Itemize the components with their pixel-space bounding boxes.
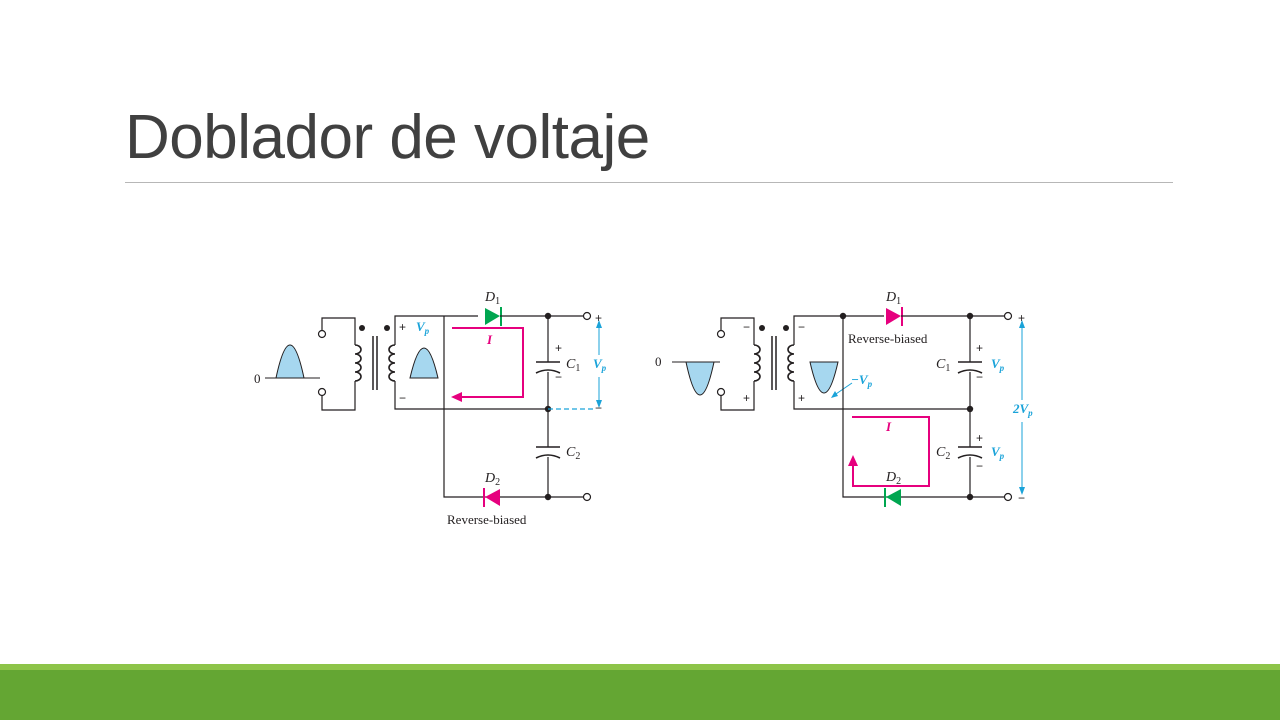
right-2vp-annotation: 2Vp	[1011, 320, 1037, 495]
left-input-zero: 0	[254, 371, 261, 386]
footer-bar	[0, 670, 1280, 720]
left-c2-capacitor: C2	[535, 445, 580, 462]
svg-text:−: −	[976, 459, 983, 473]
left-circuit: 0 + − Vp	[254, 290, 608, 527]
right-c1-capacitor: + − C1 Vp	[936, 341, 1005, 384]
svg-text:+: +	[1018, 311, 1025, 325]
right-c1-vp-label: Vp	[991, 356, 1005, 373]
right-neg-vp-label: −Vp	[851, 372, 873, 389]
left-current-label: I	[486, 332, 493, 347]
right-current-path: I	[848, 416, 930, 487]
right-transformer-core	[759, 325, 789, 390]
right-c2-capacitor: + − C2 Vp	[936, 431, 1005, 473]
right-d1-reverse-biased-label: Reverse-biased	[848, 331, 928, 346]
svg-text:+: +	[743, 391, 750, 405]
left-c1-label: C1	[566, 357, 580, 374]
title-divider	[125, 182, 1173, 183]
right-secondary: − + −Vp	[787, 315, 970, 410]
right-current-label: I	[885, 419, 892, 434]
right-d1-label: D1	[885, 290, 901, 307]
left-d1-diode: D1	[484, 290, 502, 326]
svg-text:−: −	[743, 320, 750, 334]
slide-title: Doblador de voltaje	[125, 103, 650, 172]
right-circuit: 0 − + − + −Vp	[655, 290, 1037, 507]
left-primary	[317, 317, 362, 411]
right-d2-diode: D2	[884, 470, 901, 507]
left-d2-label: D2	[484, 471, 500, 488]
left-transformer-core	[359, 325, 390, 390]
right-c2-vp-label: Vp	[991, 444, 1005, 461]
svg-text:+: +	[595, 311, 602, 325]
right-input-waveform: 0	[655, 354, 720, 396]
left-current-path: I	[451, 327, 524, 402]
left-c1-vp-annotation: Vp −	[548, 320, 608, 415]
svg-text:+: +	[555, 341, 562, 355]
left-c2-label: C2	[566, 445, 580, 462]
svg-text:+: +	[976, 431, 983, 445]
right-2vp-label: 2Vp	[1012, 401, 1033, 418]
left-d2-diode: D2	[483, 471, 500, 507]
left-input-waveform: 0	[254, 344, 320, 386]
left-d1-label: D1	[484, 290, 500, 307]
right-primary: − +	[716, 317, 761, 411]
svg-text:+: +	[399, 320, 406, 334]
left-c1-capacitor: + − C1	[535, 341, 580, 384]
svg-text:Vp: Vp	[593, 356, 607, 373]
svg-text:+: +	[976, 341, 983, 355]
svg-text:−: −	[1018, 491, 1025, 505]
svg-text:−: −	[798, 320, 805, 334]
svg-text:−: −	[399, 391, 406, 405]
svg-text:−: −	[555, 370, 562, 384]
svg-text:−: −	[976, 370, 983, 384]
right-input-zero: 0	[655, 354, 662, 369]
right-d2-label: D2	[885, 470, 901, 487]
right-c1-label: C1	[936, 357, 950, 374]
svg-text:−: −	[595, 401, 602, 415]
footer-accent-line	[0, 664, 1280, 670]
right-c2-label: C2	[936, 445, 950, 462]
left-d2-reverse-biased-label: Reverse-biased	[447, 512, 527, 527]
left-secondary: + − Vp	[388, 315, 548, 410]
svg-text:+: +	[798, 391, 805, 405]
left-secondary-vp-label: Vp	[416, 319, 430, 336]
right-d1-diode: D1	[885, 290, 903, 326]
